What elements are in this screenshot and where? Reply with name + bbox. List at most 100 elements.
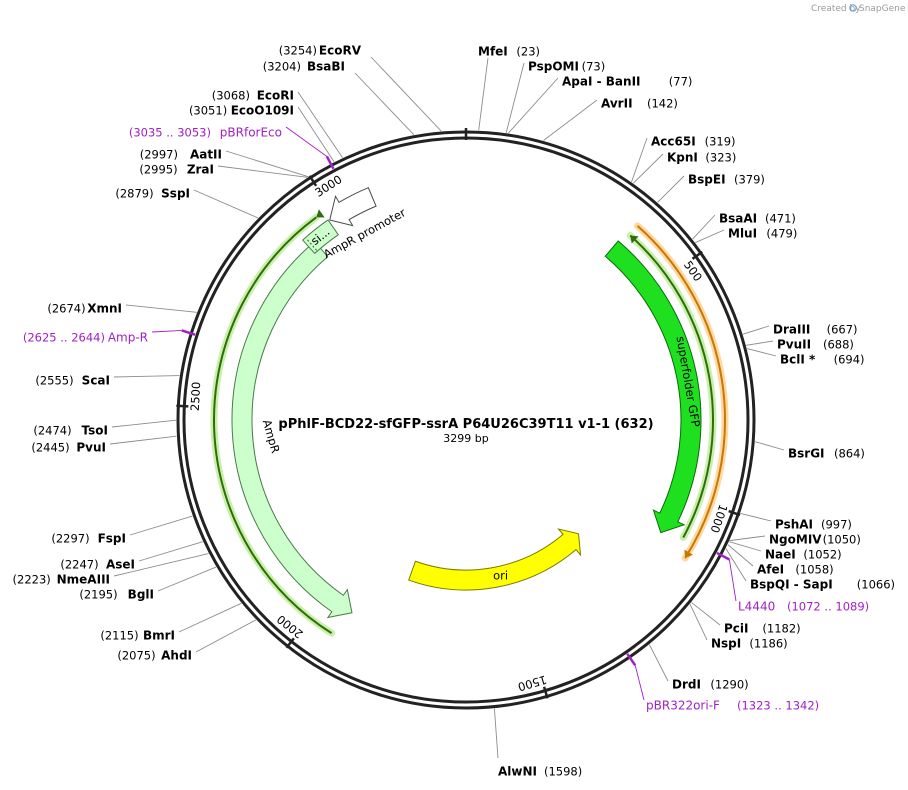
feature-ori[interactable] — [408, 528, 582, 591]
site-naei[interactable]: NaeI(1052) — [765, 548, 842, 562]
site-aatii[interactable]: AatII(2997) — [140, 148, 222, 162]
site-position: (2223) — [13, 573, 51, 587]
site-name: AhdI — [161, 649, 192, 663]
site-pspomi[interactable]: PspOMI(73) — [528, 60, 605, 74]
site-leader-draiii — [742, 325, 770, 335]
site-name: NspI — [711, 637, 741, 651]
site-position: (2247) — [60, 558, 98, 572]
site-alwni[interactable]: AlwNI(1598) — [498, 765, 582, 779]
site-ecorv[interactable]: EcoRV(3254) — [279, 44, 362, 58]
site-sspi[interactable]: SspI(2879) — [115, 187, 190, 201]
site-drdi[interactable]: DrdI (1290) — [672, 678, 749, 692]
site-position: (694) — [834, 353, 865, 367]
site-position: (319) — [705, 135, 736, 149]
site-fspi[interactable]: FspI(2297) — [51, 532, 126, 546]
primer-mark-pbr322ori-f — [626, 653, 637, 667]
site-leader-pcii — [691, 602, 721, 626]
site-position: (323) — [705, 151, 736, 165]
site-name: DrdI — [672, 678, 701, 692]
primer-l4440[interactable]: L4440(1072 .. 1089) — [738, 600, 869, 614]
site-pcii[interactable]: PciI(1182) — [724, 622, 801, 636]
site-position: (23) — [516, 45, 540, 59]
feature-superfolder-gfp[interactable] — [604, 240, 702, 534]
site-ecoo109i[interactable]: EcoO109I(3051) — [189, 104, 294, 118]
site-leader-naei — [729, 541, 762, 552]
site-position: (142) — [647, 97, 678, 111]
site-name: NaeI — [765, 548, 796, 562]
site-leader-pspomi — [505, 62, 525, 133]
site-pshai[interactable]: PshAI(997) — [775, 518, 852, 532]
site-bsrgi[interactable]: BsrGI(864) — [788, 447, 865, 461]
site-pvuii[interactable]: PvuII(688) — [777, 338, 854, 352]
site-afei[interactable]: AfeI(1058) — [757, 563, 834, 577]
site-leader-mfei — [478, 57, 489, 131]
primer-amp-r[interactable]: Amp-R(2625 .. 2644) — [23, 331, 148, 345]
site-draiii[interactable]: DraIII(667) — [773, 323, 858, 337]
site-name: PvuII — [777, 338, 811, 352]
feature-signal-sequence[interactable] — [301, 219, 339, 255]
site-avrii[interactable]: AvrII (142) — [601, 97, 678, 111]
site-nspi[interactable]: NspI(1186) — [711, 637, 788, 651]
tick-mark-2000 — [285, 637, 295, 649]
site-name: NgoMIV — [769, 533, 822, 547]
site-name: FspI — [98, 532, 126, 546]
tick-mark-1000 — [728, 509, 741, 517]
site-mfei[interactable]: MfeI(23) — [478, 45, 540, 59]
site-tsoi[interactable]: TsoI(2474) — [33, 424, 108, 438]
site-ahdi[interactable]: AhdI (2075) — [117, 649, 192, 663]
site-position: (3204) — [263, 60, 301, 74]
site-xmni[interactable]: XmnI(2674) — [47, 302, 122, 316]
site-name: NmeAIII — [57, 573, 110, 587]
site-position: (1290) — [710, 678, 748, 692]
site-name: AvrII — [601, 97, 633, 111]
site-position: (73) — [582, 60, 606, 74]
tick-mark-500 — [691, 250, 704, 260]
site-position: (2995) — [139, 163, 177, 177]
site-bspqi-sapi[interactable]: BspQI - SapI(1066) — [750, 578, 895, 592]
site-acc65i[interactable]: Acc65I(319) — [651, 135, 736, 149]
site-bgli[interactable]: BglI(2195) — [79, 588, 154, 602]
site-position: (2445) — [31, 441, 69, 455]
site-pvui[interactable]: PvuI(2445) — [31, 441, 106, 455]
primer-pbrforeco[interactable]: pBRforEco(3035 .. 3053) — [129, 126, 282, 140]
site-name: BglI — [128, 588, 154, 602]
site-ecori[interactable]: EcoRI(3068) — [212, 89, 294, 103]
site-leader-bmri — [178, 602, 242, 633]
site-position: (864) — [834, 447, 865, 461]
plasmid-name: pPhlF-BCD22-sfGFP-ssrA P64U26C39T11 v1-1… — [278, 417, 653, 432]
site-bcli[interactable]: BclI *(694) — [780, 353, 865, 367]
site-nmeaiii[interactable]: NmeAIII (2223) — [13, 573, 110, 587]
ampr-translation-track — [213, 216, 333, 634]
sfgfp-translation-track — [629, 234, 714, 538]
site-position: (471) — [765, 212, 796, 226]
primer-position: (1072 .. 1089) — [787, 600, 869, 614]
site-leader-fspi — [129, 515, 193, 536]
site-bsabi[interactable]: BsaBI(3204) — [263, 60, 345, 74]
site-leader-bspei — [657, 175, 685, 203]
site-name: AseI — [106, 558, 135, 572]
site-ngomiv[interactable]: NgoMIV(1050) — [769, 533, 861, 547]
site-bmri[interactable]: BmrI(2115) — [100, 629, 175, 643]
site-position: (2075) — [117, 649, 155, 663]
tick-mark-1500 — [542, 686, 549, 699]
site-scai[interactable]: ScaI(2555) — [35, 374, 110, 388]
translation-tracks — [210, 209, 729, 637]
primer-sites: pBRforEco(3035 .. 3053) Amp-R(2625 .. 264… — [23, 126, 869, 713]
site-name: BspEI — [688, 173, 726, 187]
site-asei[interactable]: AseI (2247) — [60, 558, 135, 572]
site-leader-afei — [727, 544, 754, 567]
site-position: (2674) — [47, 302, 85, 316]
site-position: (3254) — [279, 44, 317, 58]
site-leader-nmeaiii — [113, 553, 209, 577]
site-kpni[interactable]: KpnI(323) — [667, 151, 736, 165]
site-bsaai[interactable]: BsaAI(471) — [719, 212, 796, 226]
site-mlui[interactable]: MluI(479) — [728, 227, 797, 241]
primer-pbr322ori-f[interactable]: pBR322ori-F(1323 .. 1342) — [646, 699, 819, 713]
site-leader-ngomiv — [729, 535, 766, 542]
site-apai-banii[interactable]: ApaI - BanII(77) — [562, 75, 692, 89]
site-zrai[interactable]: ZraI(2995) — [139, 163, 214, 177]
feature-ampr-promoter[interactable] — [329, 187, 377, 227]
site-bspei[interactable]: BspEI(379) — [688, 173, 765, 187]
